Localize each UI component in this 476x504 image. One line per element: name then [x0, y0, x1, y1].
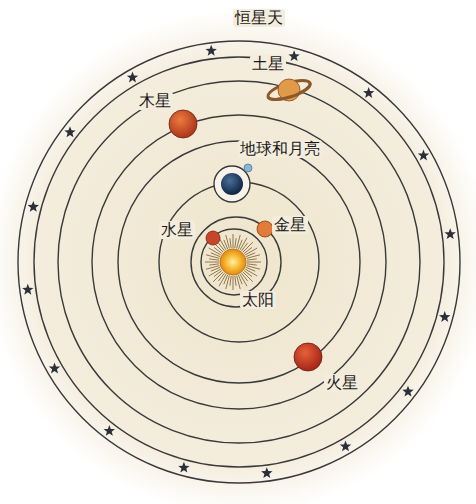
sun-ray [233, 276, 234, 290]
mars [294, 343, 322, 371]
sun-ray [230, 238, 231, 248]
mars-orbit [118, 141, 360, 383]
jupiter-orbit [92, 115, 386, 409]
star [363, 87, 374, 98]
sun-ray [247, 264, 257, 265]
sun-ray [247, 255, 261, 259]
star [49, 363, 60, 374]
sun-ray [245, 248, 257, 255]
sun-ray [235, 276, 236, 286]
earth-orbit [159, 182, 319, 342]
sun-ray [214, 247, 222, 253]
sun-ray [237, 276, 241, 290]
star [64, 126, 75, 137]
sky-label: 恒星天 [233, 9, 285, 27]
star [402, 386, 413, 397]
sun-ray [235, 238, 236, 248]
star [418, 150, 429, 161]
earth [221, 173, 243, 195]
sun-ray [240, 274, 247, 286]
star [206, 45, 217, 56]
saturn [266, 77, 312, 104]
star-sphere-outer [18, 41, 460, 483]
sun-ray [206, 266, 220, 270]
sun-ray [242, 243, 248, 251]
star [104, 425, 115, 436]
moon [244, 164, 252, 172]
sun-ray [218, 273, 224, 281]
sun-ray [247, 259, 257, 260]
star [439, 311, 450, 322]
venus [257, 221, 273, 237]
star [22, 284, 33, 295]
sun-ray [244, 247, 252, 253]
mercury-orbit [201, 229, 267, 295]
earth-moon-orbit [214, 166, 250, 202]
sun-ray [214, 271, 222, 277]
sun-ray [230, 276, 231, 286]
star-sphere-inner [34, 57, 444, 467]
planet-label: 木星 [137, 92, 173, 110]
jupiter [169, 110, 197, 138]
sun-ray [233, 234, 234, 248]
star [261, 467, 272, 478]
star [445, 228, 456, 239]
saturn-orbit [58, 81, 420, 443]
planet-label: 地球和月亮 [238, 140, 322, 158]
sun-ray [218, 243, 224, 251]
planet-label: 金星 [272, 216, 308, 234]
star [340, 441, 351, 452]
sun-disc [220, 249, 246, 275]
sun-label: 太阳 [240, 291, 276, 309]
star [127, 72, 138, 83]
stars [22, 45, 456, 478]
sun-ray [209, 269, 221, 276]
mercury [206, 231, 220, 245]
sun-ray [226, 235, 230, 249]
star [28, 201, 39, 212]
star [178, 462, 189, 473]
orbits [18, 41, 460, 483]
sun-ray [209, 264, 219, 265]
sun-ray [205, 262, 219, 263]
sun-ray [244, 271, 252, 277]
sun-ray [247, 262, 261, 263]
sun-ray [242, 273, 248, 281]
planet-label: 水星 [159, 221, 195, 239]
planet-label: 土星 [250, 55, 286, 73]
star [288, 50, 299, 61]
planet-label: 火星 [324, 374, 360, 392]
sun-ray [209, 259, 219, 260]
